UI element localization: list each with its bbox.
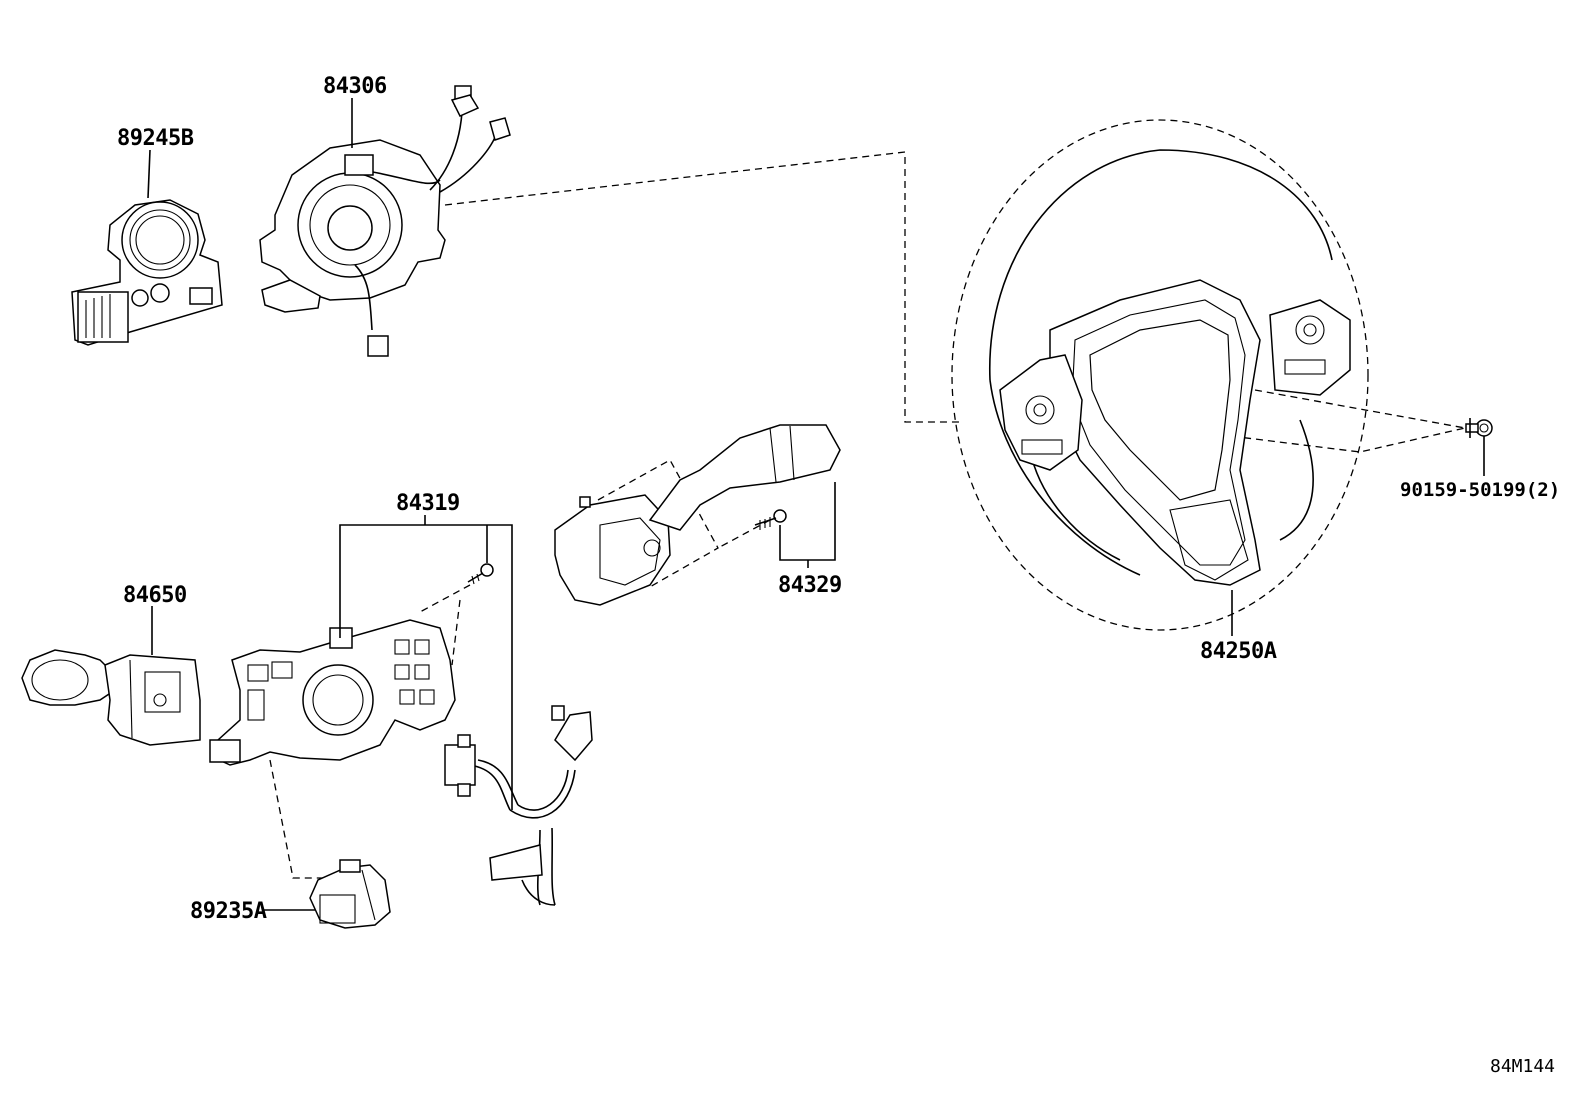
part-89245B-steering-angle-sensor <box>71 199 223 346</box>
diagram-code: 84M144 <box>1490 1056 1555 1077</box>
label-89245B: 89245B <box>117 126 194 151</box>
label-84329: 84329 <box>778 573 842 598</box>
part-screw-84329 <box>754 509 787 530</box>
part-84250A-steering-wheel <box>951 119 1369 631</box>
leader-84319 <box>339 524 513 810</box>
label-84306: 84306 <box>323 74 387 99</box>
part-84319-screw <box>467 563 494 585</box>
part-wire-harness <box>444 705 593 906</box>
leader-84329 <box>779 482 836 561</box>
part-84650-turn-signal-switch <box>21 649 201 746</box>
part-89235A-sensor <box>309 859 391 929</box>
leader-89245B <box>147 149 151 199</box>
part-84306-spiral-cable <box>259 85 511 357</box>
label-90159-50199: 90159-50199(2) <box>1400 479 1560 501</box>
label-84319: 84319 <box>396 491 460 516</box>
part-wiper-switch <box>554 424 841 606</box>
part-90159-50199-bolt <box>1465 418 1493 438</box>
part-84319-combination-switch <box>209 619 456 766</box>
label-84250A: 84250A <box>1200 639 1277 664</box>
label-84650: 84650 <box>123 583 187 608</box>
label-89235A: 89235A <box>190 899 267 924</box>
